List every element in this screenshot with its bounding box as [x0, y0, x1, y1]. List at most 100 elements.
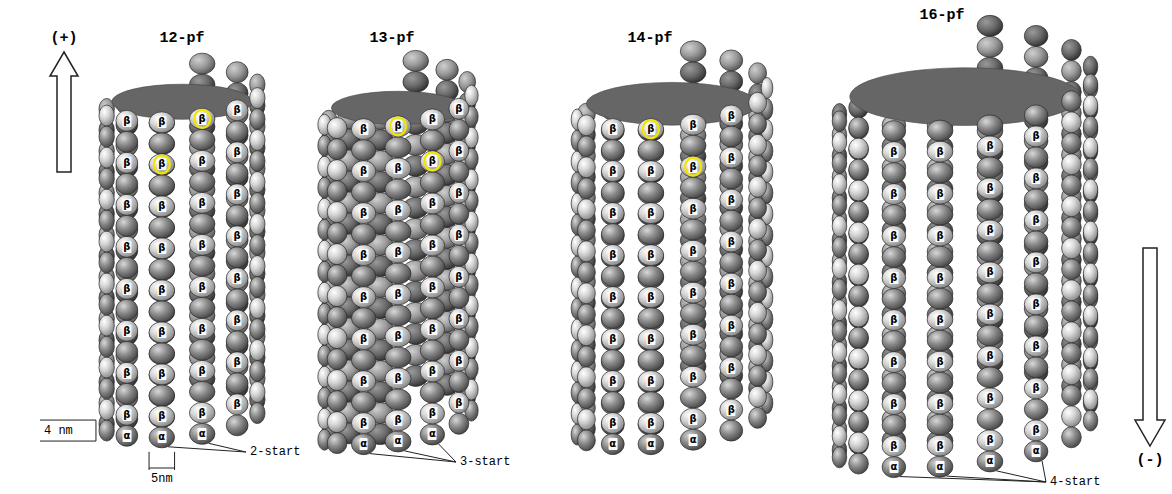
- beta-tubulin-sphere: [385, 200, 411, 221]
- beta-tubulin-sphere: [420, 235, 444, 256]
- beta-tubulin-sphere: [116, 152, 138, 173]
- beta-tubulin-label: β: [122, 325, 131, 337]
- beta-tubulin-sphere: [149, 260, 175, 281]
- alpha-tubulin-sphere: [638, 308, 664, 329]
- beta-tubulin-label: β: [454, 355, 463, 367]
- beta-tubulin-sphere: [977, 430, 1003, 451]
- beta-tubulin-sphere: [927, 183, 953, 204]
- minus-end-label: (-): [1136, 452, 1163, 469]
- highlight-ring: [390, 117, 406, 135]
- alpha-tubulin-sphere: [832, 111, 846, 132]
- beta-tubulin-label: β: [889, 272, 898, 284]
- alpha-tubulin-sphere: [149, 113, 175, 134]
- beta-tubulin-sphere: [601, 329, 624, 350]
- beta-tubulin-sphere: [149, 302, 175, 323]
- beta-tubulin-sphere: [1083, 347, 1097, 368]
- beta-tubulin-label: β: [454, 229, 463, 241]
- beta-tubulin-sphere: [385, 284, 411, 305]
- alpha-tubulin-sphere: [749, 323, 767, 344]
- alpha-tubulin-sphere: [638, 350, 664, 371]
- beta-tubulin-label: β: [122, 283, 131, 295]
- beta-tubulin-sphere: [250, 382, 265, 403]
- beta-tubulin-label: β: [646, 291, 655, 303]
- beta-tubulin-label: β: [889, 440, 898, 452]
- alpha-tubulin-sphere: [720, 336, 743, 357]
- beta-tubulin-sphere: [99, 399, 114, 420]
- alpha-tubulin-sphere: [849, 369, 869, 390]
- beta-tubulin-label: β: [233, 104, 242, 116]
- alpha-tubulin-sphere: [720, 294, 743, 315]
- beta-tubulin-label: β: [157, 116, 166, 128]
- alpha-tubulin-sphere: [638, 140, 664, 161]
- alpha-tubulin-sphere: [849, 117, 869, 138]
- beta-tubulin-label: β: [889, 230, 898, 242]
- beta-tubulin-label: β: [454, 271, 463, 283]
- beta-tubulin-sphere: [927, 435, 953, 456]
- alpha-tubulin-sphere: [420, 340, 444, 361]
- alpha-tubulin-sphere: [832, 279, 846, 300]
- alpha-tubulin-sphere: [1062, 385, 1082, 406]
- beta-tubulin-label: β: [157, 158, 166, 170]
- alpha-tubulin-sphere: [385, 431, 411, 452]
- alpha-tubulin-sphere: [149, 259, 175, 280]
- alpha-tubulin-sphere: [226, 331, 248, 352]
- alpha-tubulin-sphere: [351, 350, 375, 371]
- alpha-tubulin-sphere: [420, 298, 444, 319]
- beta-tubulin-label: β: [1032, 424, 1041, 436]
- alpha-tubulin-sphere: [327, 307, 347, 328]
- highlight-ring: [643, 120, 659, 138]
- alpha-tubulin-sphere: [189, 213, 215, 234]
- alpha-tubulin-label: α: [608, 438, 617, 450]
- alpha-tubulin-sphere: [601, 182, 624, 203]
- beta-tubulin-label: β: [985, 266, 994, 278]
- beta-tubulin-sphere: [449, 98, 469, 119]
- alpha-tubulin-label: α: [157, 431, 166, 443]
- alpha-tubulin-sphere: [250, 109, 265, 130]
- beta-tubulin-sphere: [1083, 221, 1097, 242]
- beta-tubulin-sphere: [577, 199, 595, 220]
- beta-tubulin-sphere: [1083, 95, 1097, 116]
- back-protofilaments: [832, 15, 1098, 460]
- beta-tubulin-label: β: [157, 410, 166, 422]
- beta-tubulin-sphere: [638, 287, 664, 308]
- beta-tubulin-sphere: [385, 158, 411, 179]
- beta-tubulin-sphere: [449, 350, 469, 371]
- alpha-tubulin-sphere: [601, 308, 624, 329]
- beta-tubulin-label: β: [646, 375, 655, 387]
- beta-tubulin-label: β: [1032, 340, 1041, 352]
- alpha-tubulin-sphere: [189, 171, 215, 192]
- alpha-tubulin-sphere: [577, 430, 595, 451]
- beta-tubulin-sphere: [420, 361, 444, 382]
- beta-tubulin-label: β: [393, 204, 402, 216]
- alpha-tubulin-sphere: [832, 447, 846, 468]
- alpha-tubulin-sphere: [99, 210, 114, 231]
- alpha-tubulin-sphere: [601, 350, 624, 371]
- dimension-label: 5nm: [151, 472, 173, 486]
- dimension-bracket: [40, 441, 96, 442]
- beta-tubulin-sphere: [1062, 60, 1082, 81]
- beta-tubulin-sphere: [977, 388, 1003, 409]
- beta-tubulin-sphere: [577, 409, 595, 430]
- beta-tubulin-label: β: [198, 113, 207, 125]
- beta-tubulin-label: β: [233, 230, 242, 242]
- alpha-tubulin-sphere: [1024, 315, 1048, 336]
- beta-tubulin-sphere: [1062, 112, 1082, 133]
- beta-tubulin-sphere: [149, 322, 175, 343]
- alpha-tubulin-sphere: [189, 381, 215, 402]
- alpha-tubulin-sphere: [420, 382, 444, 403]
- alpha-tubulin-sphere: [1024, 105, 1048, 126]
- beta-tubulin-label: β: [935, 146, 944, 158]
- beta-tubulin-sphere: [749, 176, 767, 197]
- alpha-tubulin-sphere: [1024, 231, 1048, 252]
- beta-tubulin-sphere: [927, 141, 953, 162]
- alpha-tubulin-sphere: [849, 411, 869, 432]
- alpha-tubulin-sphere: [832, 237, 846, 258]
- beta-tubulin-sphere: [250, 88, 265, 109]
- alpha-tubulin-sphere: [149, 175, 175, 196]
- alpha-tubulin-sphere: [99, 378, 114, 399]
- beta-tubulin-sphere: [680, 240, 706, 261]
- beta-tubulin-sphere: [720, 231, 743, 252]
- alpha-tubulin-sphere: [189, 423, 215, 444]
- beta-tubulin-sphere: [749, 386, 767, 407]
- beta-tubulin-sphere: [385, 410, 411, 431]
